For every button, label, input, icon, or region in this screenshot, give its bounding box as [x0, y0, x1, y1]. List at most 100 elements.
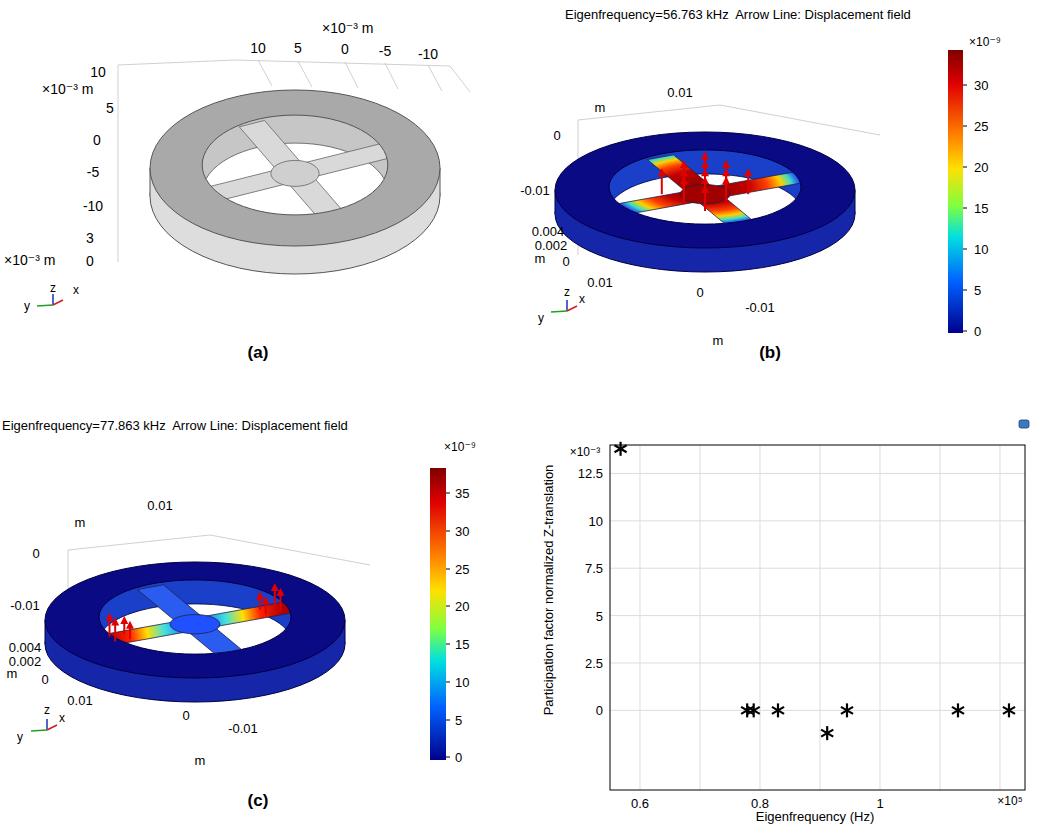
colorbar-unit: ×10⁻⁹ [969, 36, 1001, 48]
data-marker [615, 445, 627, 452]
axis-tick-label: 2.5 [585, 657, 603, 670]
colorbar-tick: 0 [974, 325, 981, 338]
arrow-field [106, 583, 285, 642]
triad-axis-letter: y [17, 731, 23, 743]
axis-unit-label: m [595, 101, 606, 114]
colorbar-scale [430, 468, 446, 760]
colorbar-tick-mark [446, 682, 450, 683]
axis-triad [31, 719, 57, 731]
colorbar-tick-mark [963, 85, 967, 86]
ring-model [150, 90, 440, 274]
data-marker [772, 707, 784, 714]
axis-tick-label: 0.01 [147, 499, 172, 512]
arrow-head [271, 583, 279, 591]
displacement-arrow [114, 623, 116, 641]
ring-hole [603, 155, 807, 248]
colorbar-tick: 0 [455, 751, 462, 764]
data-marker [1003, 707, 1015, 714]
colorbar-tick: 10 [974, 243, 988, 256]
axis-unit-label: ×10⁻³ m [42, 82, 93, 96]
axis-tick-label: 10 [589, 515, 603, 528]
grid-line [999, 445, 1000, 790]
ring-model [555, 132, 855, 272]
panel-letter: (b) [759, 344, 781, 361]
colorbar-tick-mark [446, 493, 450, 494]
grid-line [610, 710, 1025, 711]
colorbar-tick: 5 [974, 284, 981, 297]
data-marker [841, 707, 853, 714]
triad-axis [53, 300, 63, 305]
data-marker [952, 707, 964, 714]
axis-unit-label: m [535, 252, 546, 265]
plot-title: Eigenfrequency=77.863 kHz Arrow Line: Di… [2, 419, 348, 432]
triad-axis-letter: y [538, 312, 544, 324]
triad-axis-letter: x [73, 284, 79, 296]
grid-line [819, 445, 820, 790]
triad-axis-letter: y [24, 300, 30, 312]
colorbar-tick-mark [446, 644, 450, 645]
displacement-arrow [661, 174, 663, 194]
ring-inner-edge [202, 115, 388, 215]
data-marker [952, 707, 964, 714]
grid-line [939, 445, 940, 790]
colorbar-tick: 15 [974, 202, 988, 215]
data-marker [821, 730, 833, 737]
axis-tick-label: 0 [553, 129, 560, 142]
hub [170, 615, 220, 634]
arrow-head [701, 160, 709, 168]
colorbar-tick: 30 [455, 525, 469, 538]
triad-axis [31, 730, 47, 731]
grid-line [298, 61, 312, 87]
arrow-head [722, 160, 730, 168]
ring-top-face [150, 90, 440, 246]
colorbar-tick-mark [963, 290, 967, 291]
axis-tick-label: -0.01 [520, 184, 550, 197]
colorbar-tick-mark [446, 757, 450, 758]
data-marker [748, 707, 760, 714]
axis-tick-label: 0.6 [631, 797, 649, 810]
axis-tick-label: -5 [379, 44, 391, 58]
colorbar-tick: 20 [974, 161, 988, 174]
colorbar-tick-mark [446, 569, 450, 570]
colorbar-tick: 20 [455, 600, 469, 613]
triad-axis-letter: x [59, 712, 65, 724]
grid-line [610, 662, 1025, 663]
triad-axis [551, 311, 567, 312]
axis-tick-label: 0.004 [532, 225, 565, 238]
arrow-head [120, 616, 128, 624]
grid-line [699, 445, 700, 790]
axis-tick-label: 10 [90, 65, 106, 79]
axis-unit-label: m [7, 667, 18, 680]
participation-plot [610, 442, 1025, 790]
axis-tick-label: -10 [83, 199, 103, 213]
ring-model [45, 562, 345, 702]
arrow-head [680, 168, 688, 176]
colorbar-tick-mark [446, 720, 450, 721]
toolbar-icon [1019, 420, 1029, 428]
axis-tick-label: -0.01 [745, 301, 775, 314]
grid-line [610, 615, 1025, 616]
ring-hole [93, 585, 297, 678]
arrow-field [658, 151, 752, 210]
colorbar-tick-mark [963, 167, 967, 168]
colorbar-tick-mark [963, 208, 967, 209]
x-axis-title: Eigenfrequency (Hz) [756, 810, 875, 823]
axis-tick-label: 0 [41, 673, 48, 686]
data-marker [841, 707, 853, 714]
triad-axis [47, 725, 57, 730]
colorbar-unit: ×10⁻⁹ [444, 441, 476, 453]
arrow-head [680, 176, 688, 184]
colorbar-scale [948, 50, 963, 333]
colorbar [948, 50, 967, 333]
axis-tick-label: 0.004 [9, 641, 42, 654]
arrow-head [106, 613, 114, 621]
axis-tick-label: 5 [596, 610, 603, 623]
axis-unit-label: ×10⁻³ m [322, 21, 373, 35]
data-marker [772, 707, 784, 714]
triad-axis [567, 306, 577, 311]
axis-tick-label: 0.8 [751, 797, 769, 810]
displacement-arrow [704, 191, 706, 211]
arrow-head [744, 168, 752, 176]
hub [271, 160, 319, 186]
